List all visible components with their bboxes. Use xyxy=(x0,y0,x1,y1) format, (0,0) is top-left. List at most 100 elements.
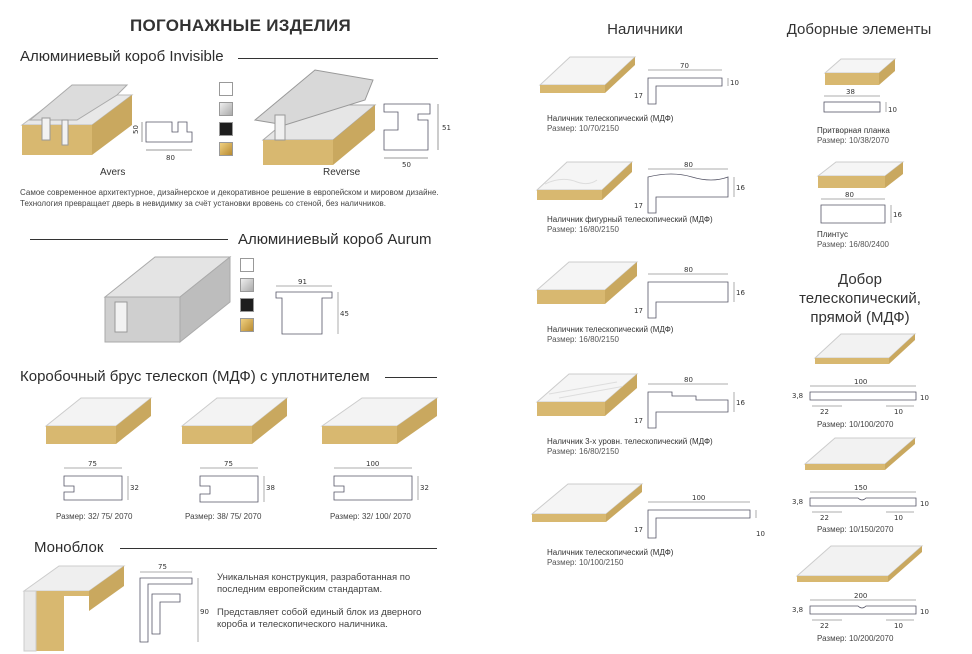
dobor-3-dim-c: 10 xyxy=(894,622,903,630)
nalichnik-1-drawing: 70 10 17 xyxy=(634,62,739,105)
telescope-drawing-1: 75 32 xyxy=(63,460,139,501)
nalichnik-5-dim-w: 100 xyxy=(692,494,705,502)
aurum-swatch-black[interactable] xyxy=(240,298,254,312)
aurum-dim-h: 45 xyxy=(340,310,349,318)
planka-dim-w: 38 xyxy=(846,88,855,96)
nalichnik-1-size: Размер: 10/70/2150 xyxy=(547,124,619,133)
dobor-1-dim-h: 10 xyxy=(920,394,929,402)
monoblock-dim-h: 90 xyxy=(200,608,209,616)
nalichnik-4-drawing: 80 16 17 xyxy=(634,376,745,429)
planka-image xyxy=(823,58,897,85)
monoblock-text-1: Уникальная конструкция, разработанная по… xyxy=(217,572,411,595)
dobor-1-dim-b: 22 xyxy=(820,408,829,416)
nalichniki-heading: Наличники xyxy=(607,21,683,38)
swatch-gold[interactable] xyxy=(219,142,233,156)
dobor-3-size: Размер: 10/200/2070 xyxy=(817,634,894,643)
avers-profile-image xyxy=(20,84,134,155)
monoblock-text-2: Представляет собой единый блок из дверно… xyxy=(217,607,422,630)
planka-dim-h: 10 xyxy=(888,106,897,114)
telescope-2-dim-h: 38 xyxy=(266,484,275,492)
telescope-1-dim-w: 75 xyxy=(88,460,97,468)
telescope-3-size: Размер: 32/ 100/ 2070 xyxy=(330,512,411,521)
nalichnik-3-dim-h: 16 xyxy=(736,289,745,297)
page-title: ПОГОНАЖНЫЕ ИЗДЕЛИЯ xyxy=(130,16,352,35)
telescope-image-2 xyxy=(180,397,289,444)
nalichnik-4-image xyxy=(535,373,639,416)
dobor-2-size: Размер: 10/150/2070 xyxy=(817,525,894,534)
plintus-dim-h: 16 xyxy=(893,211,902,219)
nalichnik-3-drawing: 80 16 17 xyxy=(634,266,745,319)
reverse-dim-w: 50 xyxy=(402,161,411,169)
planka-drawing: 38 10 xyxy=(823,88,897,114)
telescope-3-dim-w: 100 xyxy=(366,460,379,468)
reverse-drawing: 51 50 xyxy=(383,103,451,169)
plintus-image xyxy=(816,161,905,188)
telescope-3-dim-h: 32 xyxy=(420,484,429,492)
nalichnik-2-image xyxy=(535,161,634,200)
dobor-1-size: Размер: 10/100/2070 xyxy=(817,420,894,429)
nalichnik-1-dim-w: 70 xyxy=(680,62,689,70)
aurum-swatch-white[interactable] xyxy=(240,258,254,272)
invisible-rule xyxy=(238,58,438,59)
nalichnik-2-caption: Наличник фигурный телескопический (МДФ) … xyxy=(547,215,713,235)
aurum-heading: Алюминиевый короб Aurum xyxy=(238,231,432,248)
invisible-heading: Алюминиевый короб Invisible xyxy=(20,48,224,65)
swatch-black[interactable] xyxy=(219,122,233,136)
telescope-2-size: Размер: 38/ 75/ 2070 xyxy=(185,512,262,521)
nalichnik-1-dim-h2: 17 xyxy=(634,92,643,100)
dobor-2-image xyxy=(803,437,917,470)
reverse-label: Reverse xyxy=(323,167,361,178)
aurum-dim-w: 91 xyxy=(298,278,307,286)
swatch-white[interactable] xyxy=(219,82,233,96)
dobor-3-image xyxy=(795,545,924,582)
aurum-swatch-silver[interactable] xyxy=(240,278,254,292)
monoblock-heading: Моноблок xyxy=(34,539,104,556)
aurum-swatch-gold[interactable] xyxy=(240,318,254,332)
nalichnik-2-drawing: 80 16 17 xyxy=(634,161,745,214)
planka-caption: Притворная планка Размер: 10/38/2070 xyxy=(817,126,890,146)
plintus-caption: Плинтус Размер: 16/80/2400 xyxy=(817,230,889,250)
monoblock-rule xyxy=(120,548,437,549)
nalichnik-1-image xyxy=(538,56,637,93)
nalichnik-5-name: Наличник телескопический (МДФ) xyxy=(547,548,674,557)
plintus-dim-w: 80 xyxy=(845,191,854,199)
telescope-heading: Коробочный брус телескоп (МДФ) с уплотни… xyxy=(20,368,370,385)
aurum-drawing: 91 45 xyxy=(275,278,349,335)
nalichnik-3-dim-h2: 17 xyxy=(634,307,643,315)
dobor-2-dim-c: 10 xyxy=(894,514,903,522)
nalichnik-5-caption: Наличник телескопический (МДФ) Размер: 1… xyxy=(547,548,673,568)
dobor-3-dim-b: 22 xyxy=(820,622,829,630)
dobornye-heading: Доборные элементы xyxy=(786,21,932,38)
nalichnik-2-dim-h2: 17 xyxy=(634,202,643,210)
aurum-profile-image xyxy=(103,255,232,344)
avers-label: Avers xyxy=(100,167,126,178)
dobor-2-dim-w: 150 xyxy=(854,484,867,492)
nalichnik-3-caption: Наличник телескопический (МДФ) Размер: 1… xyxy=(547,325,673,345)
nalichnik-5-size: Размер: 10/100/2150 xyxy=(547,558,624,567)
dobor-2-dim-a: 3,8 xyxy=(792,498,803,506)
nalichnik-2-dim-w: 80 xyxy=(684,161,693,169)
dobor-3-dim-w: 200 xyxy=(854,592,867,600)
nalichnik-1-name: Наличник телескопический (МДФ) xyxy=(547,114,674,123)
plintus-drawing: 80 16 xyxy=(820,191,902,224)
dobor-heading-line-1: Добор xyxy=(838,271,882,288)
avers-drawing: 50 80 xyxy=(132,121,193,162)
nalichnik-2-size: Размер: 16/80/2150 xyxy=(547,225,619,234)
dobor-2-drawing: 150 3,8 22 10 10 xyxy=(792,484,929,522)
swatch-silver[interactable] xyxy=(219,102,233,116)
dobor-1-drawing: 100 3,8 22 10 10 xyxy=(792,378,929,416)
aurum-rule xyxy=(30,239,228,240)
telescope-2-dim-w: 75 xyxy=(224,460,233,468)
monoblock-image xyxy=(22,565,126,652)
nalichnik-5-drawing: 100 10 17 xyxy=(634,494,765,539)
planka-size: Размер: 10/38/2070 xyxy=(817,136,889,145)
nalichnik-4-dim-w: 80 xyxy=(684,376,693,384)
telescope-1-dim-h: 32 xyxy=(130,484,139,492)
telescope-image-1 xyxy=(44,397,153,444)
monoblock-drawing: 75 90 xyxy=(139,563,209,643)
nalichnik-3-name: Наличник телескопический (МДФ) xyxy=(547,325,674,334)
nalichnik-4-dim-h2: 17 xyxy=(634,417,643,425)
plintus-size: Размер: 16/80/2400 xyxy=(817,240,889,249)
dobor-2-dim-h: 10 xyxy=(920,500,929,508)
nalichnik-5-dim-h: 10 xyxy=(756,530,765,538)
